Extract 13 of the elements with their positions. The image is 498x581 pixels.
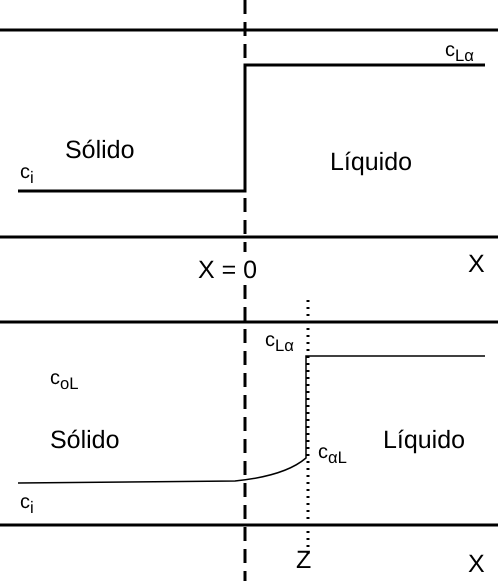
concentration-label: c$_{oL}$	[50, 368, 79, 393]
phase-label: Líquido	[383, 428, 466, 453]
axis-label: X	[468, 552, 485, 577]
axis-label: X	[468, 252, 485, 277]
concentration-label: c$_{αL}$	[318, 442, 347, 467]
phase-label: Sólido	[50, 428, 120, 453]
phase-label: Líquido	[330, 150, 412, 175]
concentration-label: c$_{Lα}$	[445, 40, 474, 65]
axis-label: X = 0	[198, 258, 258, 283]
concentration-label: c$_{i}$	[20, 492, 34, 517]
phase-label: Sólido	[65, 138, 134, 163]
concentration-label: c$_{Lα}$	[265, 330, 294, 355]
concentration-label: c$_{i}$	[20, 162, 34, 187]
